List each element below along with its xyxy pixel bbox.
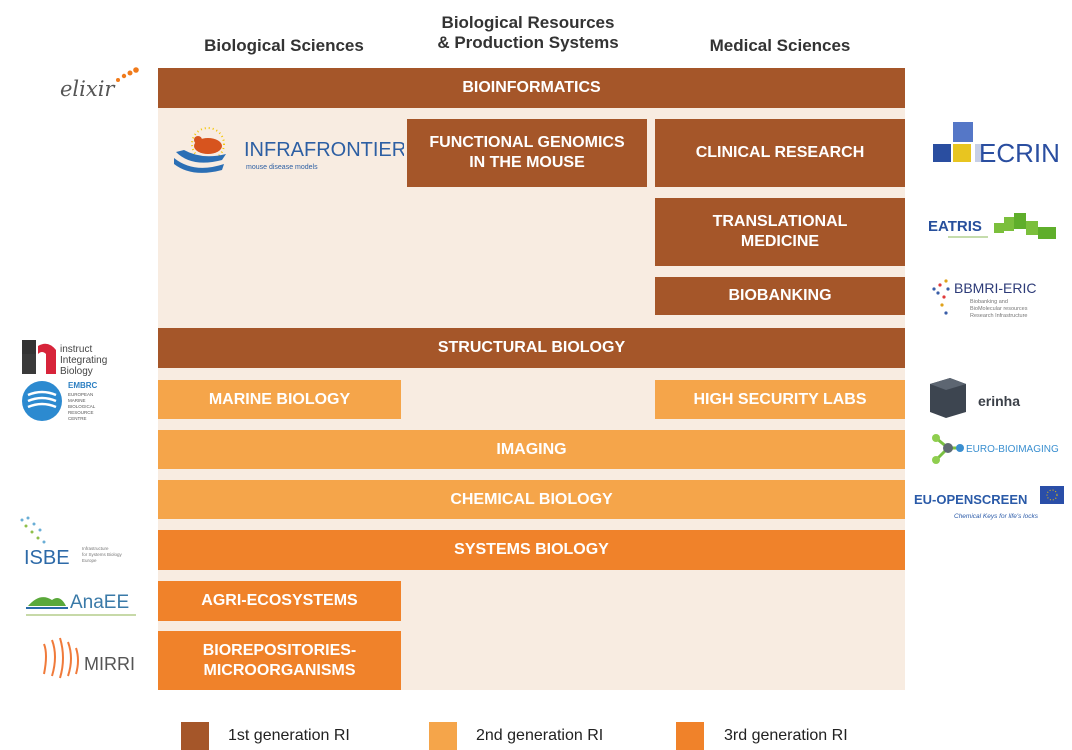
anaee-logo: AnaEE xyxy=(26,582,142,622)
eatris-logo-text: EATRIS xyxy=(928,218,982,235)
bar-structural-biology: STRUCTURAL BIOLOGY xyxy=(158,328,905,368)
svg-text:Europe: Europe xyxy=(82,558,97,563)
bar-high-security-labs: HIGH SECURITY LABS xyxy=(655,380,905,419)
bar-chemical-biology: CHEMICAL BIOLOGY xyxy=(158,480,905,519)
bbmri-logo-subtitle: Research Infrastructure xyxy=(970,313,1027,319)
svg-text:RESOURCE: RESOURCE xyxy=(68,410,94,415)
bar-marine-biology: MARINE BIOLOGY xyxy=(158,380,401,419)
svg-text:MARINE: MARINE xyxy=(68,398,86,403)
ecrin-logo: ECRIN xyxy=(933,122,1069,180)
infrafrontier-logo-subtitle: mouse disease models xyxy=(246,164,318,171)
bar-label: IMAGING xyxy=(496,440,567,458)
isbe-logo: ISBE Infrastructure for Systems Biology … xyxy=(16,512,144,570)
isbe-dots-icon xyxy=(20,516,46,544)
bar-label: HIGH SECURITY LABS xyxy=(693,390,867,408)
bbmri-logo-text: BBMRI-ERIC xyxy=(954,280,1036,296)
instruct-logo: instruct Integrating Biology xyxy=(22,340,114,376)
column-header-biological-resources: Biological Resources & Production System… xyxy=(404,13,652,53)
legend-swatch-2nd-generation xyxy=(429,722,457,750)
bar-biobanking: BIOBANKING xyxy=(655,277,905,315)
ecrin-logo-text: ECRIN xyxy=(979,138,1060,168)
bar-label: CLINICAL RESEARCH xyxy=(695,144,865,161)
column-header-medical-sciences: Medical Sciences xyxy=(709,36,851,55)
bar-label: BIOBANKING xyxy=(728,287,832,304)
instruct-logo-subtitle: Integrating xyxy=(60,355,107,366)
embrc-logo-text: EMBRC xyxy=(68,381,98,390)
bbmri-logo-subtitle: BioMolecular resources xyxy=(970,306,1028,312)
bar-clinical-research: CLINICAL RESEARCH xyxy=(655,119,905,187)
bar-agri-ecosystems: AGRI-ECOSYSTEMS xyxy=(158,581,401,621)
column-header-biological-sciences: Biological Sciences xyxy=(204,36,364,55)
eatris-logo: EATRIS xyxy=(928,205,1070,243)
isbe-logo-text: ISBE xyxy=(24,547,70,569)
column-header-line: & Production Systems xyxy=(437,33,619,52)
eu-openscreen-logo: EU-OPENSCREEN Chemical Keys for life's l… xyxy=(914,482,1072,526)
bar-label: BIOREPOSITORIES-MICROORGANISMS xyxy=(202,641,357,679)
bar-label: MARINE BIOLOGY xyxy=(208,390,351,408)
infrafrontier-mouse-icon xyxy=(174,127,226,173)
infrafrontier-logo: INFRAFRONTIER mouse disease models xyxy=(172,122,404,178)
erinha-logo-text: erinha xyxy=(978,393,1020,409)
bar-label: STRUCTURAL BIOLOGY xyxy=(437,339,626,356)
eu-openscreen-logo-text: EU-OPENSCREEN xyxy=(914,492,1027,507)
mirri-waves-icon xyxy=(43,637,79,679)
bbmri-eric-logo: BBMRI-ERIC Biobanking and BioMolecular r… xyxy=(930,277,1072,325)
bar-label: BIOINFORMATICS xyxy=(462,79,601,96)
bar-label: SYSTEMS BIOLOGY xyxy=(454,541,609,558)
eu-openscreen-logo-subtitle: Chemical Keys for life's locks xyxy=(954,513,1039,520)
column-header-line: Biological Resources xyxy=(441,13,615,32)
elixir-logo: elixir xyxy=(58,66,142,106)
elixir-logo-text: elixir xyxy=(60,77,116,101)
infrafrontier-logo-text: INFRAFRONTIER xyxy=(244,139,404,161)
legend-label-2nd-generation: 2nd generation RI xyxy=(476,727,604,744)
mirri-logo: MIRRI xyxy=(38,634,142,686)
legend-swatch-1st-generation xyxy=(181,722,209,750)
mirri-logo-text: MIRRI xyxy=(84,654,135,674)
svg-text:CENTRE: CENTRE xyxy=(68,416,87,421)
svg-text:BIOLOGICAL: BIOLOGICAL xyxy=(68,404,96,409)
euro-bioimaging-logo-text: EURO-BIOIMAGING xyxy=(966,444,1059,455)
bar-label: AGRI-ECOSYSTEMS xyxy=(201,592,358,609)
bbmri-logo-subtitle: Biobanking and xyxy=(970,299,1008,305)
legend-label-3rd-generation: 3rd generation RI xyxy=(724,727,848,744)
bar-systems-biology: SYSTEMS BIOLOGY xyxy=(158,530,905,570)
instruct-logo-text: instruct xyxy=(60,344,92,355)
legend-swatch-3rd-generation xyxy=(676,722,704,750)
legend-label-1st-generation: 1st generation RI xyxy=(228,727,350,744)
svg-text:EUROPEAN: EUROPEAN xyxy=(68,392,93,397)
instruct-logo-subtitle: Biology xyxy=(60,366,93,376)
erinha-logo: erinha xyxy=(926,376,1066,420)
bbmri-dots-icon xyxy=(932,279,950,315)
euro-bioimaging-logo: EURO-BIOIMAGING xyxy=(928,430,1070,468)
anaee-logo-text: AnaEE xyxy=(70,592,129,613)
bar-imaging: IMAGING xyxy=(158,430,905,469)
bar-label: CHEMICAL BIOLOGY xyxy=(450,490,613,508)
bar-biorepositories: BIOREPOSITORIES-MICROORGANISMS xyxy=(158,631,401,690)
bar-bioinformatics: BIOINFORMATICS xyxy=(158,68,905,108)
svg-text:for Systems Biology: for Systems Biology xyxy=(82,552,123,557)
embrc-logo: EMBRC EUROPEAN MARINE BIOLOGICAL RESOURC… xyxy=(20,377,114,425)
svg-text:Infrastructure: Infrastructure xyxy=(82,546,109,551)
